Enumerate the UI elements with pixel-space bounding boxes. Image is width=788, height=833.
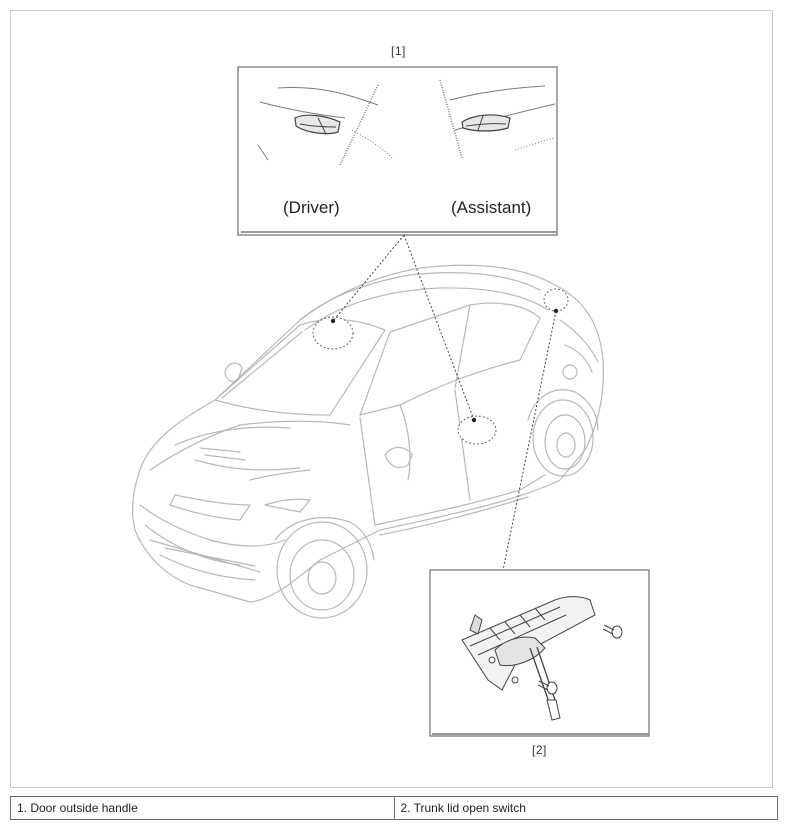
legend-row: 1. Door outside handle 2. Trunk lid open… [10,796,778,820]
trunk-switch-marker [543,288,569,312]
assistant-handle-marker [457,415,497,445]
driver-handle-drawing [257,84,393,166]
screw-bottom [537,680,558,695]
callout-label-2: [2] [532,743,547,757]
screw-right [602,624,623,639]
inset-trunk-switch [429,569,650,737]
assistant-handle-drawing [439,79,556,159]
callout-label-1: [1] [391,44,406,58]
inset-door-handles [237,66,558,236]
driver-caption: (Driver) [283,198,340,217]
car-illustration [131,264,604,619]
callout-dots [330,308,559,423]
assistant-caption: (Assistant) [451,198,532,217]
legend-item-trunk-lid-open-switch: 2. Trunk lid open switch [393,796,778,820]
highlight-markers [312,288,569,445]
legend-item-door-outside-handle: 1. Door outside handle [10,796,395,820]
callout-lines [332,234,557,571]
legend-table: 1. Door outside handle 2. Trunk lid open… [10,796,778,820]
driver-handle-marker [312,316,354,350]
trunk-switch-drawing [461,596,623,721]
